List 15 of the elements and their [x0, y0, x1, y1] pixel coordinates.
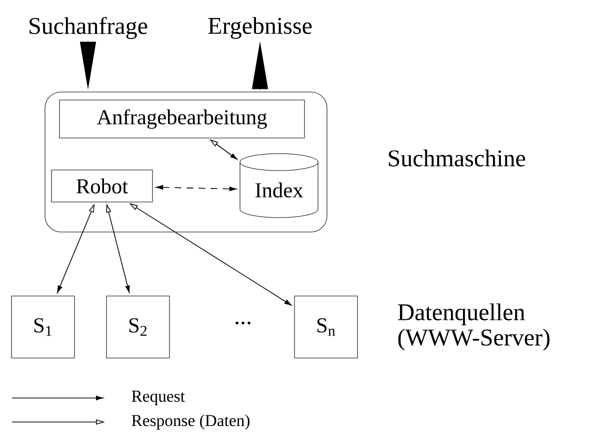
process-box: Anfragebearbeitung [59, 100, 305, 138]
ellipsis: ... [236, 322, 250, 324]
system-box [44, 92, 328, 232]
group-label: Datenquellen (WWW-Server) [398, 303, 550, 351]
process-box: S$_{2}$ [106, 296, 170, 358]
legend-text: Request [132, 390, 185, 406]
side-label: Suchmaschine [388, 150, 526, 166]
process-box: Robot [51, 170, 153, 202]
heading-text: Suchanfrage [30, 16, 148, 40]
database-cylinder: Index [240, 153, 318, 218]
heading-text: Ergebnisse [208, 17, 312, 39]
process-box: S$_{n}$ [294, 296, 358, 358]
legend-text: Response (Daten) [132, 414, 250, 430]
process-box: S$_{1}$ [11, 296, 75, 358]
arrow [156, 185, 237, 192]
